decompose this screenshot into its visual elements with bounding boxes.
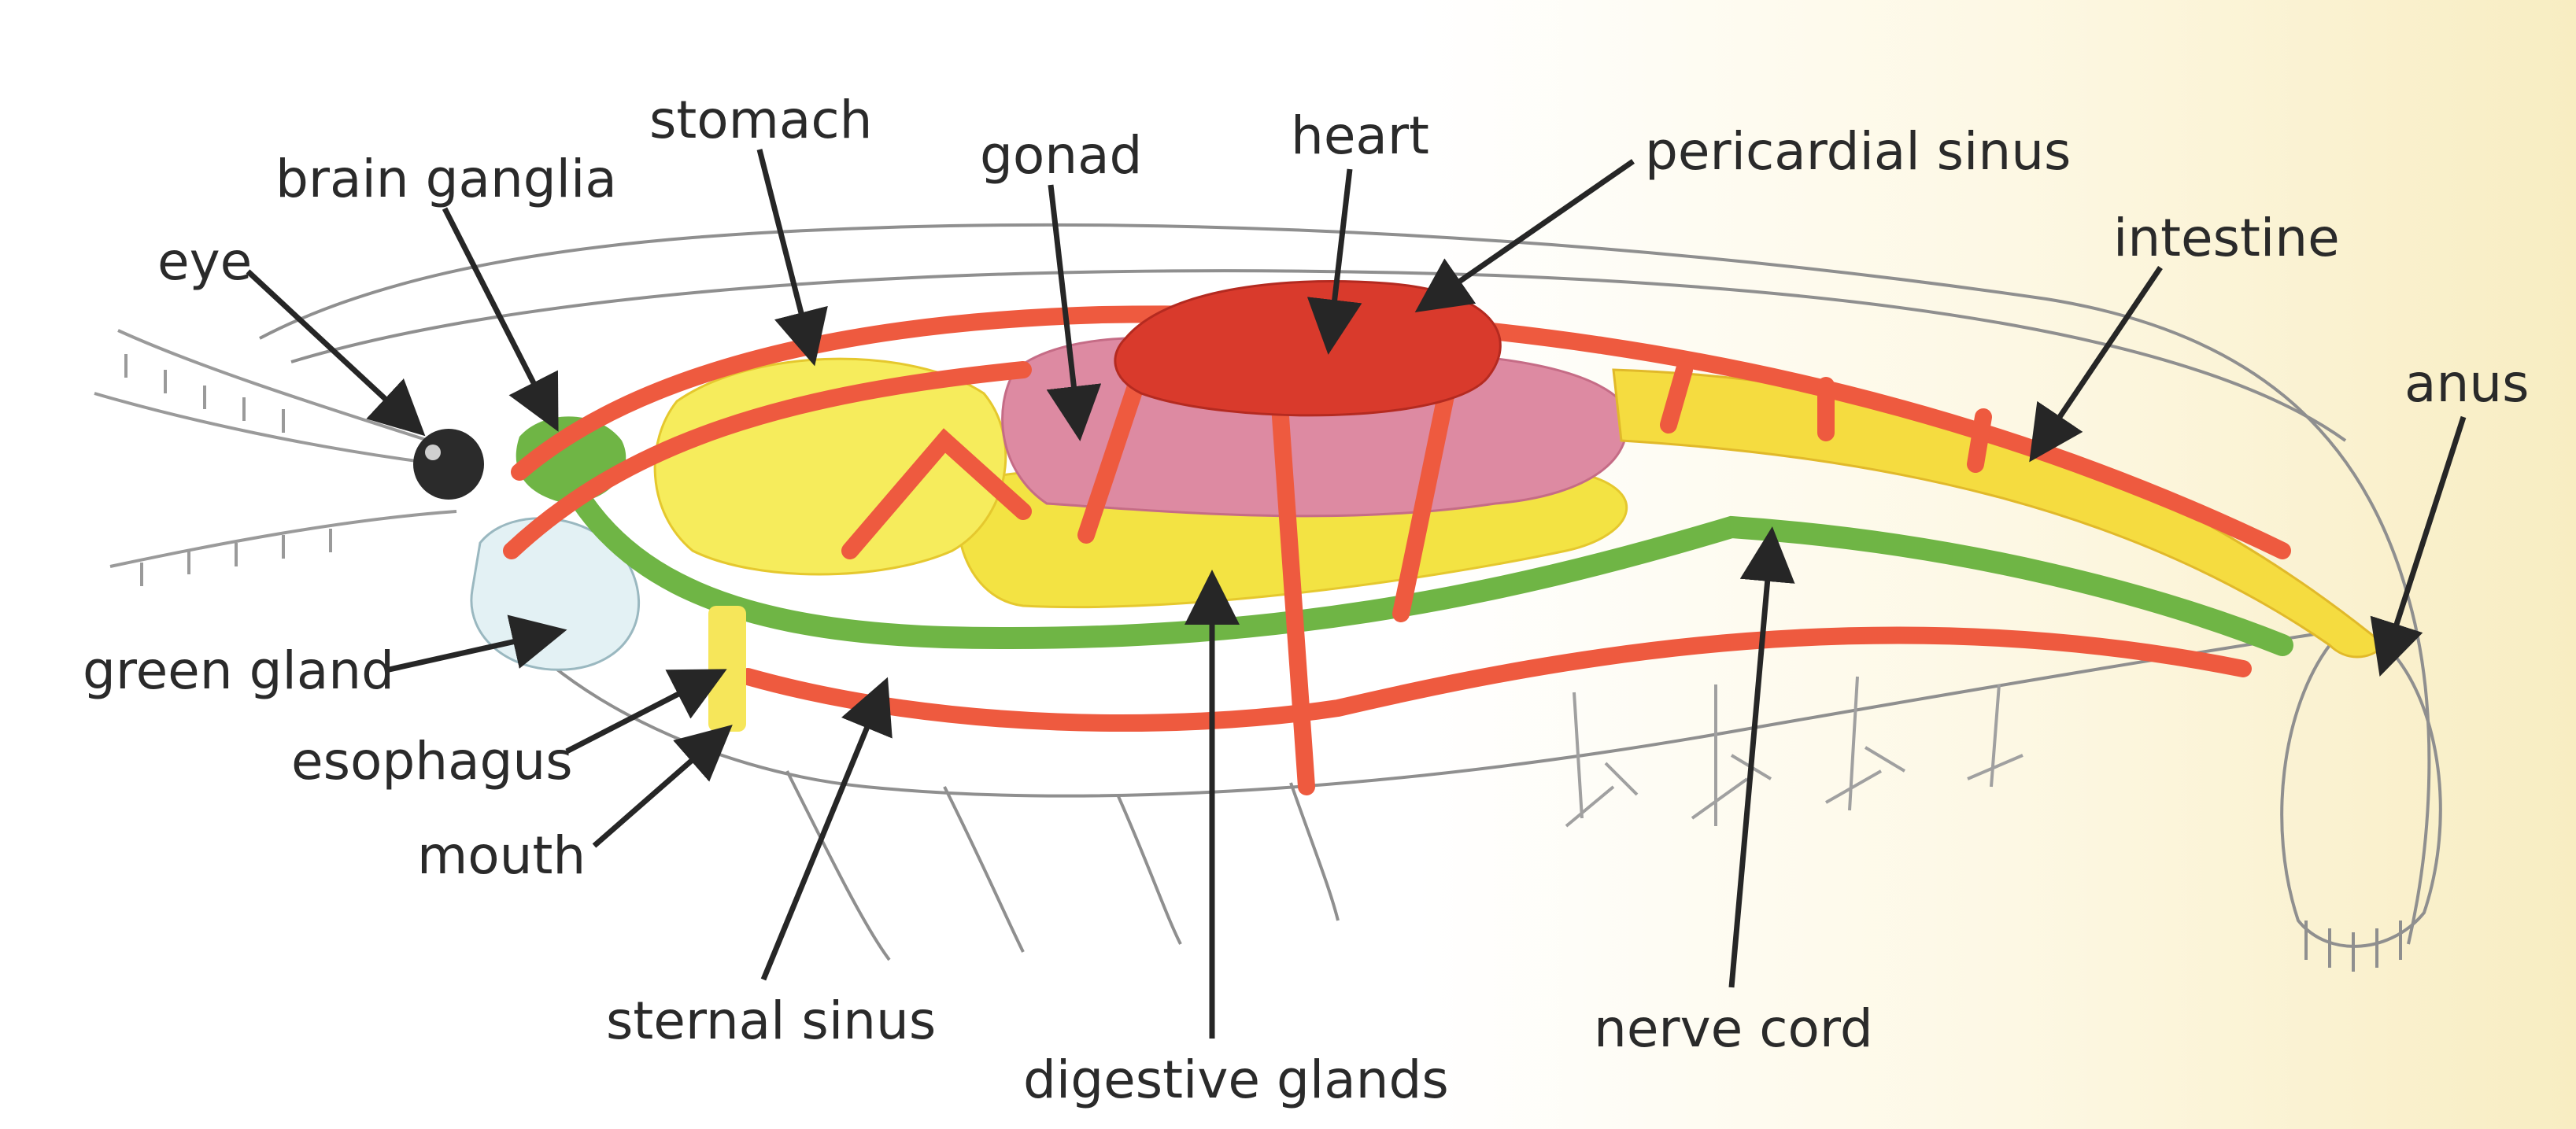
label-gonad: gonad — [980, 125, 1143, 186]
label-pericardial-sinus: pericardial sinus — [1645, 121, 2072, 182]
arrow-brain-ganglia — [442, 207, 559, 432]
label-nerve-cord: nerve cord — [1594, 998, 1873, 1059]
label-brain-ganglia: brain ganglia — [275, 149, 617, 209]
arrow-nerve-cord — [1728, 526, 1795, 988]
arrow-pericardial-sinus — [1414, 159, 1635, 312]
label-heart: heart — [1291, 105, 1429, 166]
intestine — [1612, 368, 2387, 659]
tail-fan — [2280, 643, 2442, 972]
label-stomach: stomach — [649, 90, 873, 150]
label-digestive-glands: digestive glands — [1023, 1050, 1449, 1110]
arrow-sternal-sinus — [760, 677, 893, 981]
leader-arrows — [246, 149, 2467, 1039]
arrow-stomach — [756, 149, 828, 367]
nerve-cord-shape — [540, 430, 2293, 656]
heart-shape — [1114, 280, 1502, 417]
label-green-gland: green gland — [83, 640, 394, 701]
arrow-mouth — [592, 725, 733, 848]
label-mouth: mouth — [417, 825, 586, 886]
label-intestine: intestine — [2113, 208, 2340, 268]
esophagus-shape — [708, 606, 746, 732]
label-eye: eye — [157, 231, 253, 292]
swimming-legs — [1565, 676, 2023, 828]
arrow-heart — [1306, 168, 1362, 355]
arrow-gonad — [1046, 184, 1102, 441]
arrow-green-gland — [385, 614, 567, 673]
arrow-esophagus — [565, 669, 727, 755]
arrow-anus — [2370, 415, 2467, 677]
label-anus: anus — [2404, 353, 2530, 414]
label-sternal-sinus: sternal sinus — [606, 991, 937, 1051]
eye-highlight — [425, 445, 441, 460]
arrow-intestine — [2029, 266, 2163, 463]
label-esophagus: esophagus — [291, 731, 573, 791]
arrow-eye — [246, 269, 426, 437]
antennae — [94, 329, 457, 586]
eye-shape — [413, 429, 484, 500]
